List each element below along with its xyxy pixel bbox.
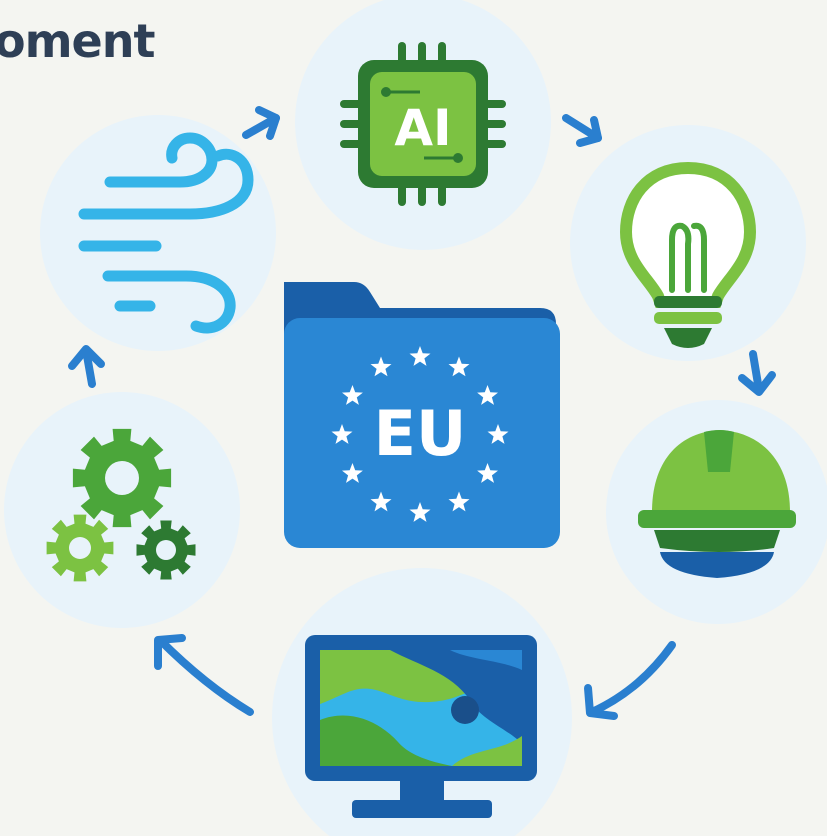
eu-star xyxy=(448,491,470,512)
gear-hole xyxy=(105,461,139,495)
eu-star xyxy=(477,463,498,483)
eu-star xyxy=(477,385,498,405)
eu-star xyxy=(409,346,431,366)
monitor-map-icon xyxy=(305,635,537,818)
lightbulb-icon xyxy=(619,161,757,348)
eu-star xyxy=(409,502,431,522)
eu-star xyxy=(448,356,470,377)
ai-chip-label: AI xyxy=(394,99,451,157)
gear-hole xyxy=(156,540,176,560)
folder-label: EU xyxy=(374,397,467,470)
eu-star xyxy=(487,424,509,444)
folder-icon: EU xyxy=(284,282,560,548)
node-circle-wind xyxy=(40,115,276,351)
ai-chip-icon: AI xyxy=(340,42,506,206)
arrow-monitor-to-gears xyxy=(154,634,254,716)
arrow-lightbulb-to-hardhat xyxy=(738,350,776,396)
wind-icon xyxy=(78,132,254,334)
gear-hole xyxy=(69,537,91,559)
eu-star xyxy=(342,463,363,483)
cycle-arrows xyxy=(68,106,776,720)
diagram-title: oment xyxy=(0,14,155,68)
gears-icon xyxy=(46,428,196,582)
hard-hat-icon xyxy=(638,430,796,578)
arrow-ai-to-lightbulb xyxy=(562,114,602,147)
arrow-hardhat-to-monitor xyxy=(584,641,676,720)
eu-star xyxy=(370,491,392,512)
gear-small-right xyxy=(136,520,196,580)
eu-star xyxy=(370,356,392,377)
gear-large xyxy=(72,428,172,528)
arrow-gears-to-wind xyxy=(68,345,105,388)
eu-stars xyxy=(331,346,509,522)
eu-star xyxy=(331,424,353,444)
arrow-wind-to-ai xyxy=(242,106,280,140)
eu-star xyxy=(342,385,363,405)
gear-small-left xyxy=(46,514,114,582)
